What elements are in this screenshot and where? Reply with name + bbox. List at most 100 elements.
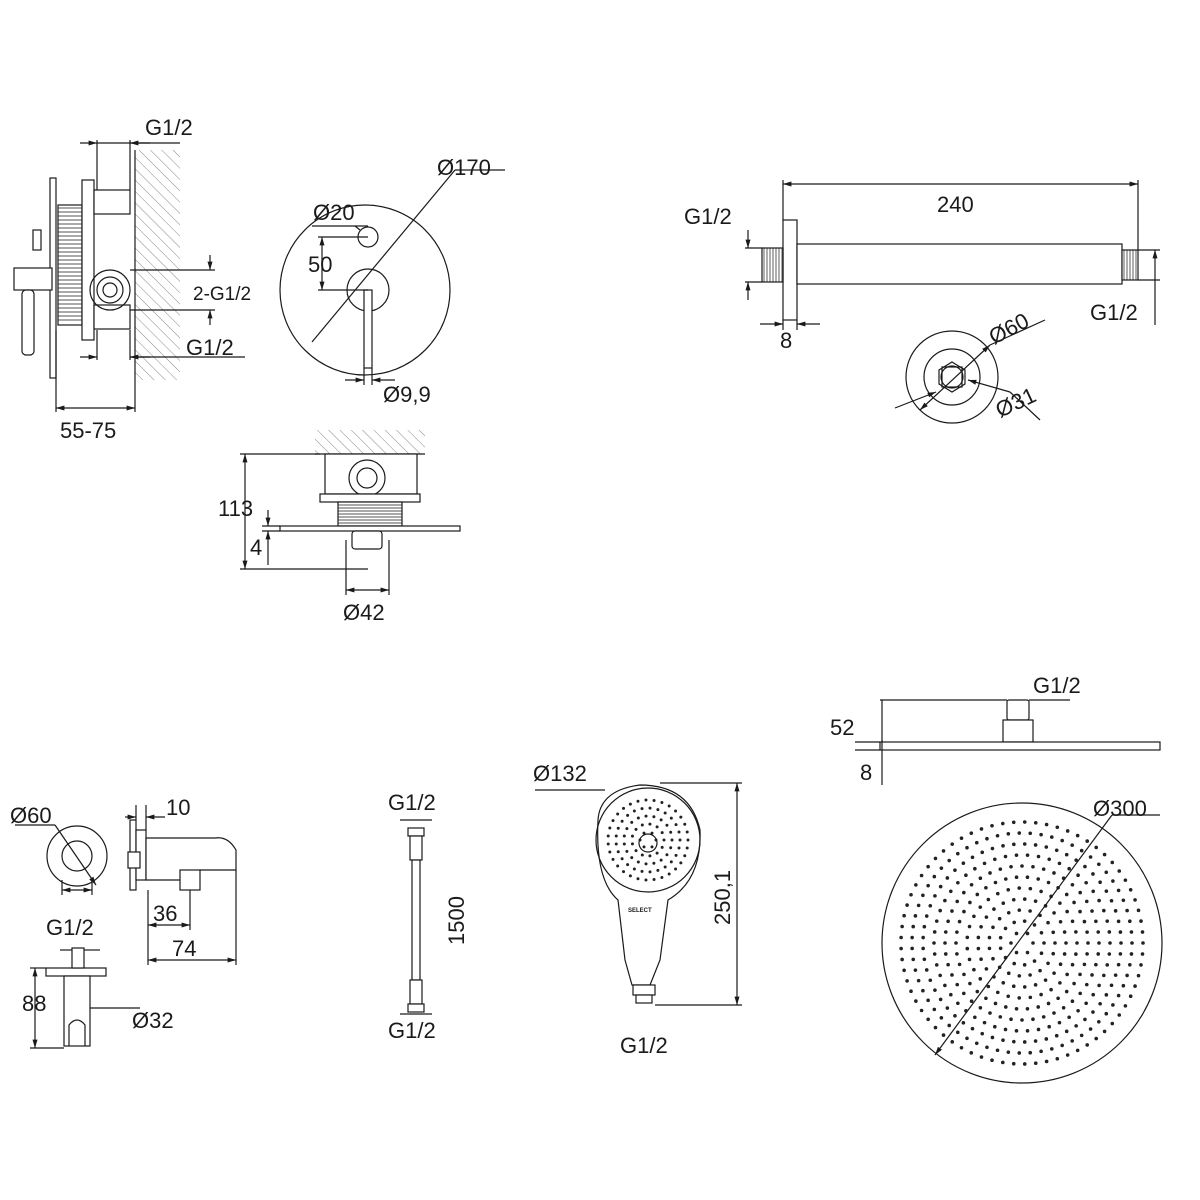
nozzle-dot [685, 846, 689, 850]
nozzle-dot [1065, 972, 1069, 977]
lever-diameter-label: Ø9,9 [383, 382, 431, 407]
nozzle-dot [932, 930, 937, 934]
nozzle-dot [644, 814, 648, 818]
nozzle-dot [1009, 864, 1013, 869]
nozzle-dot [616, 864, 620, 868]
nozzle-dot [1017, 974, 1022, 978]
nozzle-dot [991, 925, 995, 930]
nozzle-dot [1085, 1043, 1090, 1047]
nozzle-dot [1033, 1039, 1038, 1043]
nozzle-dot [1003, 1005, 1008, 1009]
nozzle-dot [1006, 1050, 1011, 1054]
nozzle-dot [978, 905, 983, 909]
nozzle-dot [636, 860, 640, 864]
nozzle-dot [1074, 930, 1078, 934]
nozzle-dot [1072, 981, 1076, 986]
nozzle-dot [1104, 889, 1109, 893]
nozzle-dot [636, 816, 640, 820]
nozzle-dot [1022, 963, 1027, 967]
nozzle-dot [620, 819, 624, 823]
nozzle-dot [648, 822, 652, 826]
nozzle-dot [939, 1016, 944, 1020]
nozzle-dot [1011, 820, 1016, 825]
nozzle-dot [986, 897, 991, 902]
nozzle-dot [982, 861, 987, 866]
nozzle-dot [1117, 869, 1122, 873]
nozzle-dot [1060, 1043, 1064, 1048]
nozzle-dot [969, 883, 974, 887]
nozzle-dot [967, 957, 972, 962]
nozzle-dot [902, 913, 906, 918]
nozzle-dot [1104, 1011, 1109, 1016]
nozzle-dot [914, 999, 918, 1003]
nozzle-dot [686, 838, 690, 842]
nozzle-dot [978, 977, 983, 981]
nozzle-dot [990, 823, 994, 828]
nozzle-dot [933, 1025, 938, 1030]
nozzle-dot [1012, 961, 1016, 966]
nozzle-dot [990, 846, 995, 851]
nozzle-dot [1028, 995, 1033, 1000]
nozzle-dot [974, 1041, 979, 1046]
nozzle-dot [1014, 853, 1019, 857]
nozzle-dot [1044, 1059, 1049, 1064]
nozzle-dot [625, 849, 629, 853]
nozzle-dot [1014, 950, 1019, 955]
nozzle-dot [614, 834, 618, 838]
nozzle-dot [959, 1045, 964, 1050]
nozzle-dot [1028, 831, 1033, 836]
nozzle-dot [1129, 952, 1134, 956]
nozzle-dot [1001, 901, 1006, 905]
nozzle-dot [985, 1045, 989, 1050]
nozzle-dot [1003, 854, 1008, 859]
nozzle-dot [1070, 1039, 1074, 1043]
nozzle-dot [1130, 941, 1134, 945]
nozzle-dot [1025, 875, 1030, 880]
nozzle-dot [1017, 908, 1022, 912]
nozzle-dot [924, 914, 929, 918]
nozzle-dot [943, 983, 947, 988]
nozzle-dot [1041, 1015, 1046, 1019]
nozzle-dot [1036, 877, 1041, 881]
nozzle-dot [954, 941, 958, 945]
nozzle-dot [992, 907, 996, 911]
holder-diameter-label: Ø32 [132, 1008, 174, 1033]
nozzle-dot [1085, 839, 1090, 843]
rain-connection-label: G1/2 [1033, 673, 1081, 698]
nozzle-dot [1090, 973, 1094, 977]
nozzle-dot [1075, 941, 1079, 945]
nozzle-dot [955, 1030, 960, 1035]
nozzle-dot [669, 830, 673, 834]
nozzle-dot [979, 1055, 984, 1059]
nozzle-dot [1083, 864, 1087, 869]
flange-thickness-label: 8 [780, 328, 792, 353]
nozzle-dot [1036, 854, 1041, 859]
nozzle-dot [990, 1035, 995, 1040]
nozzle-dot [1061, 1005, 1066, 1010]
nozzle-dot [1028, 909, 1032, 913]
nozzle-dot [1123, 1004, 1128, 1008]
nozzle-dot [926, 998, 930, 1003]
nozzle-dot [1003, 1027, 1008, 1032]
nozzle-dot [1020, 1018, 1024, 1022]
nozzle-dot [1117, 1013, 1122, 1017]
nozzle-dot [978, 1005, 983, 1010]
nozzle-dot [986, 984, 991, 989]
outlets-label: 2-G1/2 [193, 284, 251, 305]
nozzle-dot [1064, 1029, 1069, 1034]
nozzle-dot [1076, 873, 1080, 877]
nozzle-dot [950, 1040, 955, 1044]
nozzle-dot [679, 815, 683, 819]
nozzle-dot [968, 900, 972, 905]
nozzle-dot [957, 919, 962, 924]
nozzle-dot [652, 861, 656, 865]
nozzle-dot [1096, 952, 1101, 956]
nozzle-dot [644, 862, 648, 866]
nozzle-dot [630, 820, 634, 824]
nozzle-dot [1017, 831, 1022, 835]
nozzle-dot [955, 899, 960, 904]
nozzle-dot [1039, 1049, 1043, 1054]
nozzle-dot [640, 823, 644, 827]
nozzle-dot [921, 946, 925, 951]
